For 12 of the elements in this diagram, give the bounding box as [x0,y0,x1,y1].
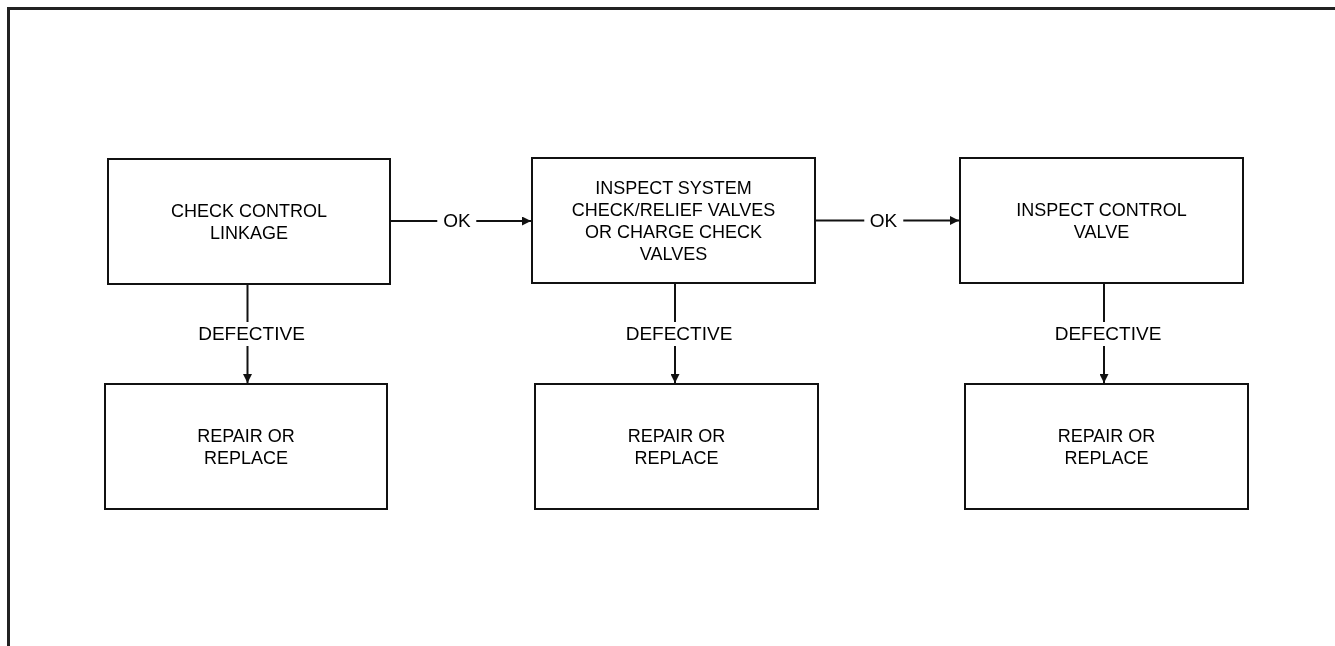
process-box [531,157,816,284]
process-box [964,383,1249,510]
box-text: INSPECT SYSTEM CHECK/RELIEF VALVES OR CHARGE CHECK VALVES [570,176,777,265]
box-text: INSPECT CONTROL VALVE [1015,198,1188,243]
box-text: REPAIR OR REPLACE [196,424,296,469]
process-box [107,158,391,285]
box-text: REPAIR OR REPLACE [1056,424,1157,469]
process-box [959,157,1244,284]
process-box [534,383,819,510]
box-text: CHECK CONTROL LINKAGE [170,199,328,244]
process-box [104,383,388,510]
box-text: REPAIR OR REPLACE [626,424,727,469]
